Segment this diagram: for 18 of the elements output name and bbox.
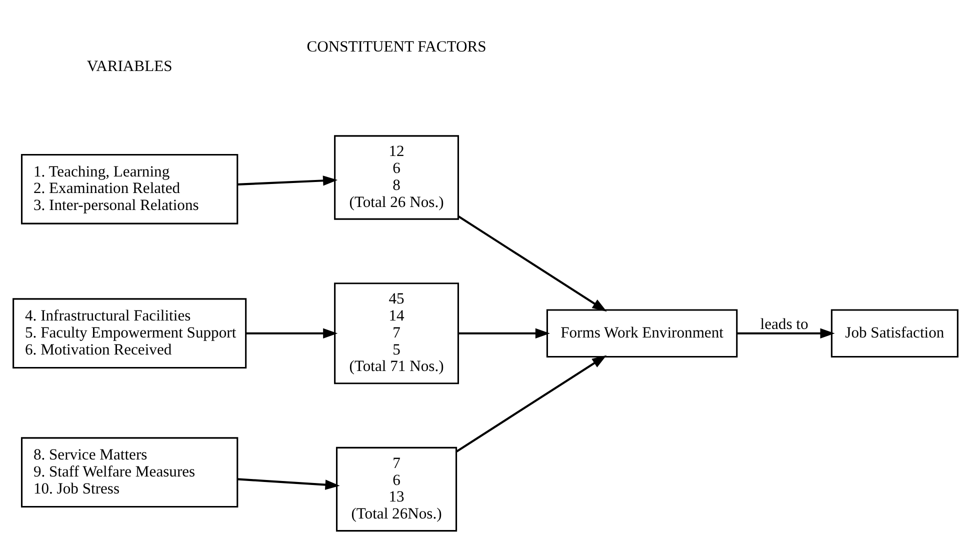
node-box: Forms Work Environment <box>546 309 738 358</box>
node-box: 45 14 7 5 (Total 71 Nos.) <box>334 282 459 384</box>
arrow <box>238 176 338 186</box>
arrow <box>458 328 550 338</box>
node-box: 1. Teaching, Learning 2. Examination Related 3. Inter-personal Relations <box>20 154 238 224</box>
label: CONSTITUENT FACTORS <box>306 38 486 56</box>
edge-label: leads to <box>760 316 808 333</box>
arrow <box>458 216 607 312</box>
node-box: 7 6 13 (Total 26Nos.) <box>336 446 458 532</box>
arrow <box>246 328 338 338</box>
label: VARIABLES <box>86 58 172 76</box>
node-box: 4. Infrastructural Facilities 5. Faculty Empowerment Support 6. Motivation Received <box>12 298 247 369</box>
arrow <box>456 355 607 452</box>
node-box: 12 6 8 (Total 26 Nos.) <box>334 135 459 220</box>
arrow <box>238 478 340 490</box>
arrow <box>737 328 835 338</box>
node-box: 8. Service Matters 9. Staff Welfare Measures 10. Job Stress <box>20 437 238 508</box>
node-box: Job Satisfaction <box>830 309 958 358</box>
